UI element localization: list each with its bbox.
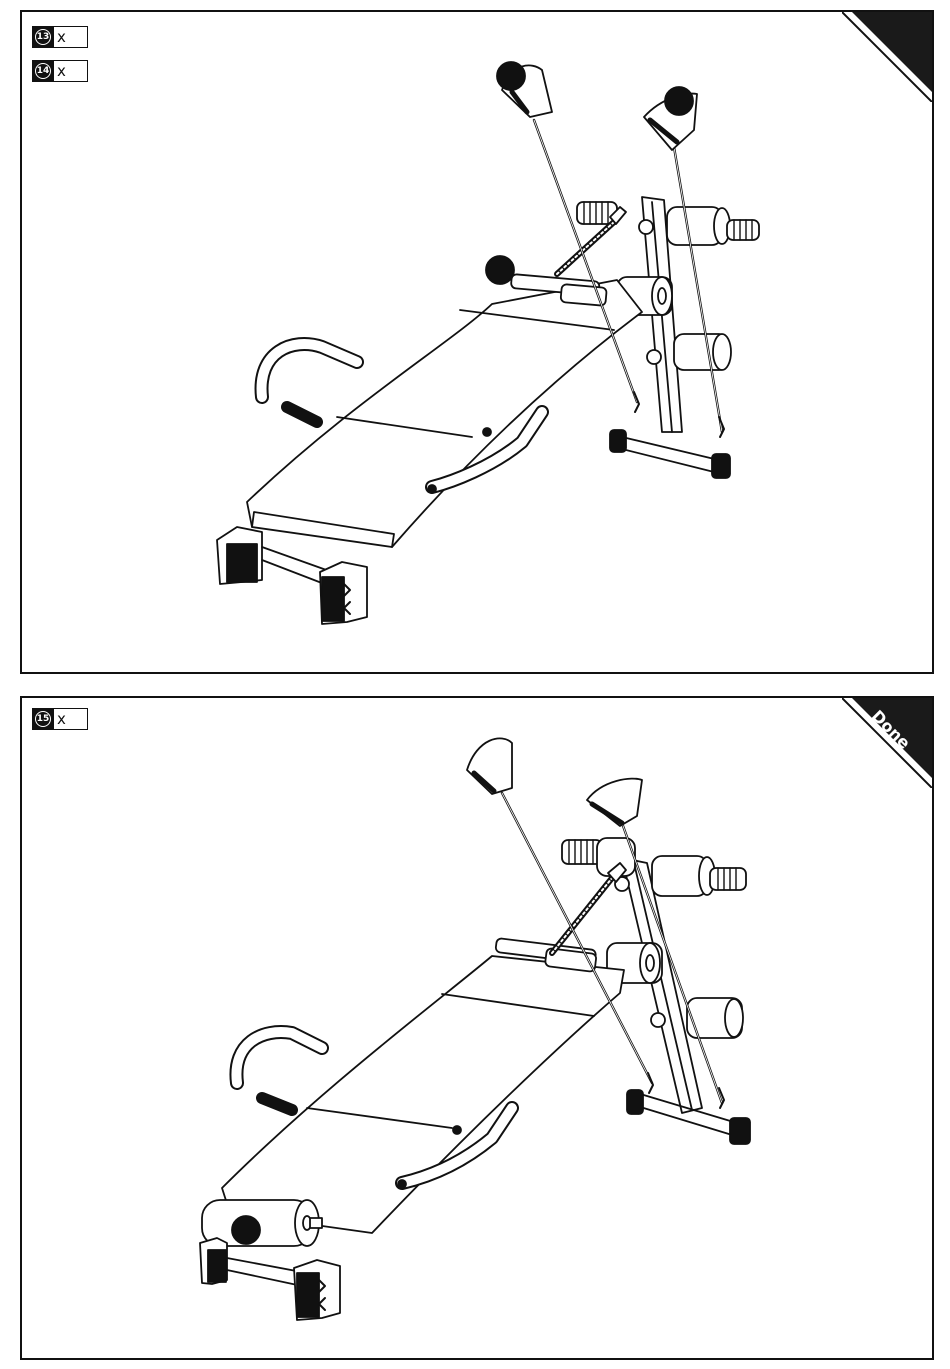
spring-icon (552, 863, 626, 953)
callout-dot-icon (232, 1216, 260, 1244)
front-base (217, 527, 367, 624)
upper-foam-roller-icon (562, 838, 746, 896)
adjustment-knob-icon (647, 350, 661, 364)
assembly-step-panel-bottom: 15 x Done (20, 696, 934, 1360)
callout-dot-icon (497, 62, 525, 90)
front-handle-bar (262, 344, 357, 422)
sit-up-bench-illustration (22, 698, 932, 1358)
rear-base (610, 430, 730, 478)
sit-up-bench-illustration (22, 12, 932, 672)
front-base (200, 1238, 340, 1320)
upper-foam-roller-icon (577, 202, 759, 245)
callout-dot-icon (486, 256, 514, 284)
callout-dot-icon (665, 87, 693, 115)
lower-foam-roller-icon (674, 334, 731, 370)
front-handle-bar (236, 1032, 322, 1110)
assembly-step-panel-top: 13 x 14 x (20, 10, 934, 674)
adjustment-knob-icon (651, 1013, 665, 1027)
bench-pad (222, 956, 624, 1233)
adjustment-knob-icon (639, 220, 653, 234)
